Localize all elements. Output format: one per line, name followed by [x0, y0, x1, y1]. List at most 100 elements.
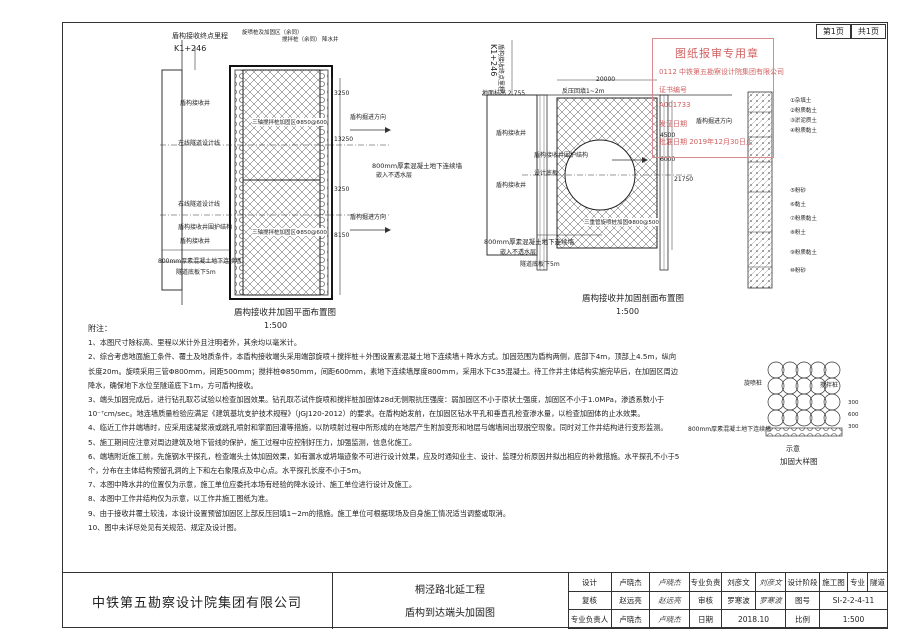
plan-dim-1: 3250: [334, 90, 350, 97]
val-scale: 1:500: [820, 610, 888, 629]
plan-left-label-3: 右线隧道设计线: [178, 201, 221, 208]
section-scale: 1:500: [616, 307, 640, 316]
name-check: 赵远亮: [612, 592, 650, 610]
plan-scale: 1:500: [264, 321, 288, 330]
val-stage: 施工图: [820, 573, 848, 592]
section-bottom-label-2: 嵌入不透水层: [500, 249, 537, 256]
plan-top-label-3: 降水井: [322, 37, 339, 43]
note-item-6: 10⁻⁷cm/sec。地连墙质量检验应满足《建筑基坑支护技术规程》（JGJ120…: [88, 409, 645, 419]
plan-right-label-3: 800mm厚素混凝土地下连续墙: [372, 162, 463, 170]
soil-label-8: ⑧粉土: [790, 230, 806, 236]
detail-caption-prefix: 示意: [786, 445, 800, 453]
note-item-9: 6、端墙附近施工前，先施钢水平探孔，检查端头土体加固效果，如有漏水或坍塌迹象不可…: [88, 451, 680, 461]
detail-dim-1: 300: [848, 400, 859, 406]
role-drawing-no: 图号: [786, 592, 820, 610]
section-left-label-1: 盾构接收井: [496, 130, 527, 137]
val-date: 2018.10: [722, 610, 786, 629]
signature-grid: 设计 卢晓杰 卢晓杰 专业负责 刘彦文 刘彦文 设计阶段 施工图 专业 隧道 复…: [568, 573, 888, 629]
plan-endpoint-mileage: K1+246: [174, 44, 207, 53]
soil-label-7: ⑦粉质黏土: [790, 216, 817, 222]
drawing-sheet: [62, 22, 888, 628]
role-design: 设计: [568, 573, 612, 592]
stamp-line-2: 证书编号: [659, 86, 687, 94]
role-scale: 比例: [786, 610, 820, 629]
stamp-line-5: 批准日期 2019年12月30日止: [659, 138, 753, 146]
note-item-11: 7、本图中降水井的位置仅为示意，施工单位应委托本场有经验的降水设计、施工单位进行…: [88, 480, 417, 490]
note-item-4: 降水，确保地下水位至隧道底下1m，方可盾构接收。: [88, 380, 258, 390]
section-left-label-2: 盾构接收井围护结构: [534, 152, 589, 159]
soil-label-3: ③淤泥质土: [790, 118, 817, 124]
detail-dim-3: 300: [848, 424, 859, 430]
plan-caption: 盾构接收井加固平面布置图: [234, 308, 337, 318]
plan-endpoint-label: 盾构接收终点里程: [172, 32, 228, 40]
section-right-label-2: 4500: [660, 132, 676, 139]
note-item-13: 9、由于接收井覆土较浅，本设计设置预留加固区上部反压回填1~2m的措施。施工单位…: [88, 508, 511, 518]
section-mid-label: 三重管旋喷桩加固Φ800@500: [584, 218, 659, 226]
soil-column: [747, 91, 773, 289]
plan-drawing: [160, 40, 391, 305]
section-bottom-label-3: 隧道底板下5m: [520, 261, 560, 268]
section-endpoint-label: 盾构接收终点里程: [497, 44, 504, 93]
role-date: 日期: [690, 610, 722, 629]
note-item-1: 1、本图尺寸除标高、里程以米计外且注明者外，其余均以毫米计。: [88, 338, 302, 348]
plan-left-label-6: 隧道底板下5m: [176, 269, 216, 276]
section-bottom-label-1: 800mm厚素混凝土地下连续墙: [484, 238, 575, 246]
soil-label-10: ⑩粉砂: [790, 268, 806, 274]
soil-label-5: ⑤粉砂: [790, 188, 806, 194]
detail-drawing: [765, 361, 843, 437]
note-item-7: 4、临近工作井端墙时，应采用速凝浆液或跳孔喷射和掌面回灌等措施，以防喷射过程中所…: [88, 423, 668, 433]
plan-top-label-1: 旋喷桩及加固区（余同）: [242, 30, 303, 36]
section-dim-top-1: 20000: [596, 76, 616, 83]
section-elevation: 地面标高 2.755: [482, 90, 526, 97]
soil-label-1: ①杂填土: [790, 98, 812, 104]
company-name: 中铁第五勘察设计院集团有限公司: [62, 573, 333, 629]
plan-right-label-4: 嵌入不透水层: [376, 172, 413, 179]
detail-label-3: 800mm厚素混凝土地下连续墙: [688, 426, 772, 433]
sheet-number: 第1页: [815, 24, 851, 39]
detail-dim-2: 600: [848, 412, 859, 418]
val-drawing-no: SI-2-2-4-11: [820, 592, 888, 610]
role-lead: 专业负责: [690, 573, 722, 592]
sig-lead: 刘彦文: [756, 573, 786, 592]
role-stage: 设计阶段: [786, 573, 820, 592]
plan-left-label-2: 左线隧道设计线: [178, 140, 221, 147]
role-review: 审核: [690, 592, 722, 610]
plan-dim-3: 3250: [334, 186, 350, 193]
plan-right-label-2: 盾构掘进方向: [350, 214, 387, 221]
detail-caption: 加固大样图: [780, 457, 818, 466]
detail-label-1: 旋喷桩: [744, 380, 763, 387]
soil-label-6: ⑥黏土: [790, 202, 806, 208]
sig-review: 罗寒波: [756, 592, 786, 610]
note-item-2: 2、综合考虑地面施工条件、覆土及地质条件，本盾构接收端头采用端部旋喷＋搅拌桩＋外…: [88, 352, 677, 362]
soil-label-2: ②粉质黏土: [790, 108, 817, 114]
section-left-label-4: 盾构接收井: [496, 182, 527, 189]
name-design: 卢晓杰: [612, 573, 650, 592]
note-item-5: 3、端头加固完成后，进行钻孔取芯试验以检查加固效果。钻孔取芯试件旋喷和搅拌桩加固…: [88, 395, 665, 405]
project-box: 桐泾路北延工程 盾构到达端头加固图: [332, 573, 569, 629]
plan-top-label-2: 搅拌桩（余同）: [282, 37, 321, 43]
drawing-title: 盾构到达端头加固图: [405, 608, 495, 619]
note-item-12: 8、本图中工作井结构仅为示意，以工作井施工图纸为准。: [88, 494, 273, 504]
section-right-label-4: 21750: [674, 176, 694, 183]
soil-label-4: ④粉质黏土: [790, 128, 817, 134]
section-dim-top-2: 反压回填1~2m: [562, 88, 605, 95]
role-check: 复核: [568, 592, 612, 610]
detail-label-2: 搅拌桩: [820, 382, 839, 389]
notes-block: 附注： 1、本图尺寸除标高、里程以米计外且注明者外，其余均以毫米计。 2、综合考…: [88, 322, 680, 535]
section-caption: 盾构接收井加固剖面布置图: [582, 294, 685, 304]
note-item-8: 5、施工期间应注意对周边建筑及地下管线的保护，施工过程中应控制好压力，加强监测，…: [88, 437, 417, 447]
sig-discipline-lead: 卢晓杰: [650, 610, 690, 629]
sheet-total: 共1页: [850, 24, 886, 39]
sig-check: 赵远亮: [650, 592, 690, 610]
name-discipline-lead: 卢晓杰: [612, 610, 650, 629]
plan-right-label-1: 盾构掘进方向: [350, 114, 387, 121]
plan-dim-4: 8150: [334, 232, 350, 239]
note-item-3: 长度20m。旋喷采用三管Φ800mm，间距500mm；搅拌桩Φ850mm，间距6…: [88, 366, 678, 376]
notes-heading: 附注：: [88, 324, 112, 333]
plan-left-label-4: 盾构接收井围护结构: [178, 224, 233, 231]
name-review: 罗寒波: [722, 592, 756, 610]
plan-left-label-1: 盾构接收井: [180, 100, 211, 107]
section-right-label-3: 6000: [660, 156, 676, 163]
stamp-line-3: A001733: [659, 101, 691, 109]
section-right-label-1: 盾构掘进方向: [696, 118, 733, 125]
